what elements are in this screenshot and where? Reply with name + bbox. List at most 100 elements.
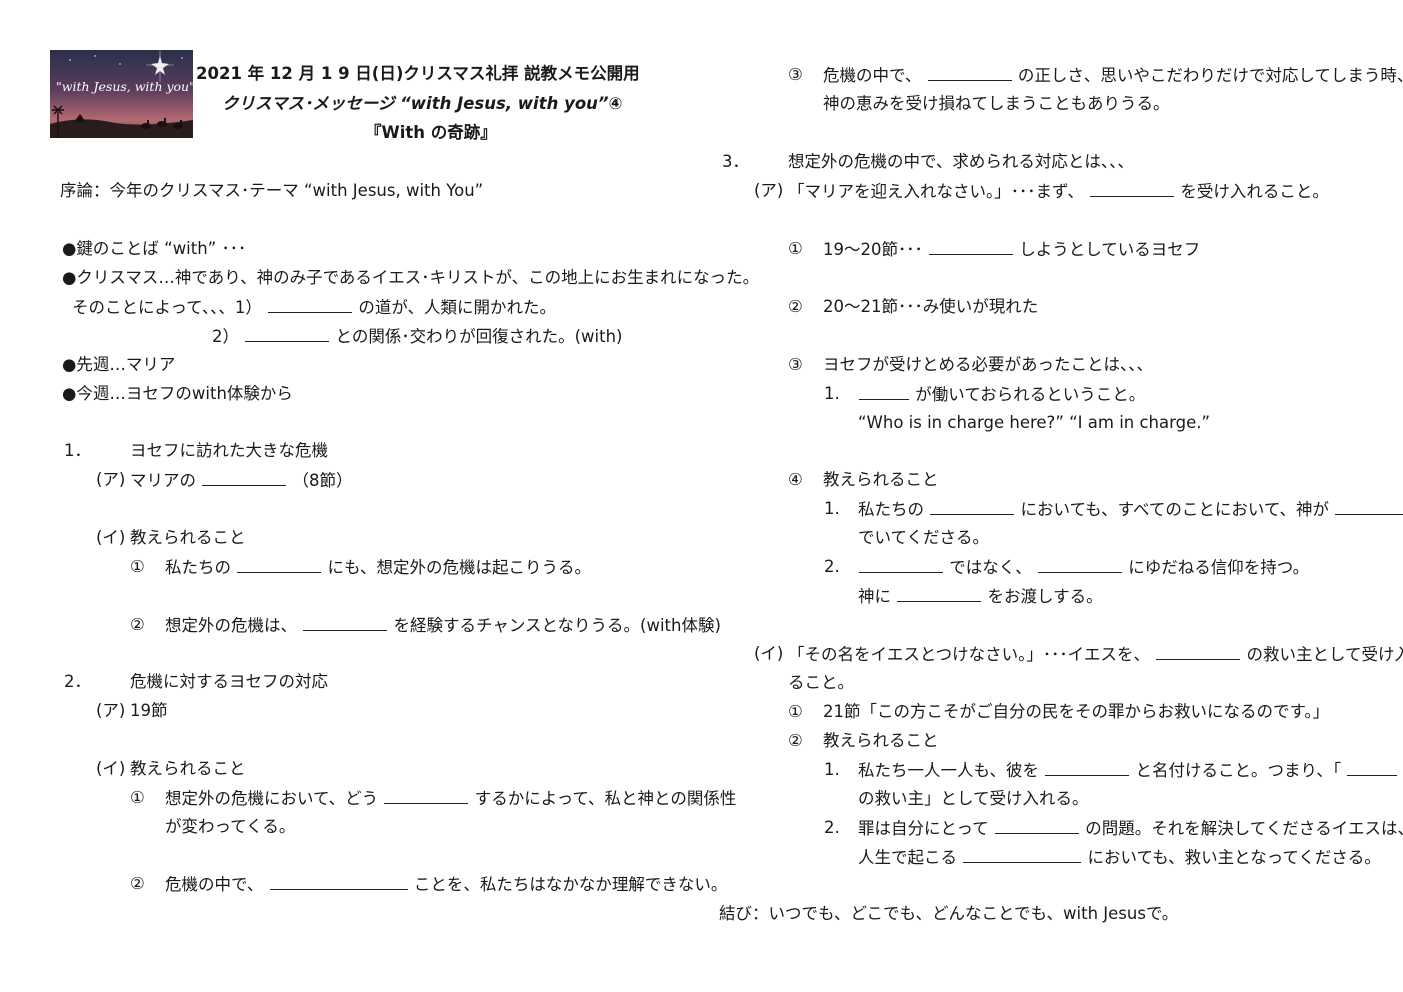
section3a-text: 「マリアを迎え入れなさい。」･･･まず、 を受け入れること。 [788, 180, 1329, 203]
section3a4-1-prefix: 私たちの [858, 500, 924, 519]
section3a4-1-number: 1. [824, 499, 840, 518]
fill-in-blank[interactable] [384, 787, 469, 804]
section3a3-text: ヨセフが受けとめる必要があったことは、、、 [823, 355, 1153, 374]
section3b-prefix: 「その名をイエスとつけなさい。」･･･イエスを、 [788, 645, 1151, 664]
bullet-christmas-point1: そのことによって、、、1） の道が、人類に開かれた。 [72, 296, 556, 319]
section2b-label: (イ) [96, 759, 126, 778]
section2b3-continuation: 神の恵みを受け損ねてしまうこともありうる。 [823, 94, 1170, 113]
fill-in-blank[interactable] [1347, 759, 1398, 776]
section3b2-1-middle: と名付けること。つまり、「 [1135, 761, 1342, 780]
section1b-text: 教えられること [130, 528, 246, 547]
section3a1-text: 19～20節･･･ しようとしているヨセフ [823, 238, 1200, 261]
section3-title: 想定外の危機の中で、求められる対応とは、、、 [788, 152, 1134, 171]
section3b-text: 「その名をイエスとつけなさい。」･･･イエスを、 の救い主として受け入れ [788, 643, 1403, 666]
nativity-header-image: "with Jesus, with you" [50, 50, 193, 138]
bullet-christmas-point2: 2） との関係･交わりが回復された。(with) [212, 325, 622, 348]
point2-suffix: との関係･交わりが回復された。(with) [335, 327, 623, 346]
section1b2-prefix: 想定外の危機は、 [165, 616, 297, 635]
section3a1-prefix: 19～20節･･･ [823, 240, 923, 259]
fill-in-blank[interactable] [237, 556, 322, 573]
section3b2-1-continuation: の救い主」として受け入れる。 [858, 789, 1089, 808]
fill-in-blank[interactable] [1038, 556, 1122, 573]
section3a2-text: 20～21節･･･み使いが現れた [823, 297, 1039, 316]
section3a4-2-number: 2. [824, 557, 840, 576]
section1a-text: マリアの （8節） [130, 469, 353, 492]
section3-number: 3． [722, 152, 749, 171]
section3b2-text: 教えられること [823, 731, 939, 750]
section3a4-mark: ④ [788, 470, 803, 489]
section1b1-suffix: にも、想定外の危機は起こりうる。 [327, 558, 592, 577]
section3a1-mark: ① [788, 239, 803, 258]
section2b3-mark: ③ [788, 65, 803, 84]
section3b2-2-cont-prefix: 人生で起こる [858, 848, 957, 867]
section2b2-prefix: 危機の中で、 [165, 875, 264, 894]
section2a-text: 19節 [130, 701, 168, 720]
section3b2-2-suffix: の問題。それを解決してくださるイエスは、 [1085, 819, 1403, 838]
section1-number: 1． [64, 441, 91, 460]
section1a-prefix: マリアの [130, 471, 196, 490]
section1-title: ヨセフに訪れた大きな危機 [130, 441, 328, 460]
section1b2-text: 想定外の危機は、 を経験するチャンスとなりうる。(with体験) [165, 614, 721, 637]
section3b2-2-continuation: 人生で起こる においても、救い主となってくださる。 [858, 846, 1381, 869]
section2b-text: 教えられること [130, 759, 246, 778]
bullet-keyword: ●鍵のことば “with” ･･･ [62, 239, 247, 258]
nativity-scene-graphic [50, 50, 193, 138]
bullet-christmas: ●クリスマス…神であり、神のみ子であるイエス･キリストが、この地上にお生まれにな… [62, 268, 760, 287]
fill-in-blank[interactable] [1045, 759, 1130, 776]
section3a4-2-text: ではなく、 にゆだねる信仰を持つ。 [858, 556, 1309, 579]
section3b2-1-text: 私たち一人一人も、彼を と名付けること。つまり、「 [858, 759, 1398, 782]
section1a-label: (ア) [96, 470, 126, 489]
section3a2-mark: ② [788, 297, 803, 316]
fill-in-blank[interactable] [859, 556, 943, 573]
section3a3-quote: “Who is in charge here?” “I am in charge… [858, 413, 1211, 432]
section3a4-1-text: 私たちの においても、すべてのことにおいて、神が [858, 498, 1403, 521]
fill-in-blank[interactable] [268, 296, 353, 313]
section2b3-suffix: の正しさ、思いやこだわりだけで対応してしまう時、 [1017, 66, 1403, 85]
fill-in-blank[interactable] [930, 498, 1015, 515]
fill-in-blank[interactable] [1335, 498, 1403, 515]
fill-in-blank[interactable] [929, 238, 1013, 255]
section3b1-mark: ① [788, 702, 803, 721]
section2b1-text: 想定外の危機において、どう するかによって、私と神との関係性 [165, 787, 736, 810]
section3a3-1-text: が働いておられるということ。 [858, 383, 1145, 406]
section3a4-text: 教えられること [823, 470, 939, 489]
section2b3-text: 危機の中で、 の正しさ、思いやこだわりだけで対応してしまう時、 [823, 64, 1403, 87]
fill-in-blank[interactable] [1090, 180, 1175, 197]
section3a3-mark: ③ [788, 355, 803, 374]
section3a1-suffix: しようとしているヨセフ [1019, 240, 1201, 259]
section3a-prefix: 「マリアを迎え入れなさい。」･･･まず、 [788, 182, 1084, 201]
fill-in-blank[interactable] [859, 383, 909, 400]
fill-in-blank[interactable] [897, 585, 982, 602]
section3b2-1-number: 1. [824, 760, 840, 779]
header-title-line2: クリスマス･メッセージ “with Jesus, with you”④ [222, 94, 623, 113]
section3b2-1-prefix: 私たち一人一人も、彼を [858, 761, 1040, 780]
section3b-continuation: ること。 [788, 673, 854, 692]
fill-in-blank[interactable] [245, 325, 330, 342]
fill-in-blank[interactable] [202, 469, 287, 486]
fill-in-blank[interactable] [927, 64, 1012, 81]
bullet-last-week: ●先週…マリア [62, 355, 176, 374]
section2b2-mark: ② [130, 874, 145, 893]
section1b-label: (イ) [96, 528, 126, 547]
fill-in-blank[interactable] [963, 846, 1082, 863]
fill-in-blank[interactable] [1156, 643, 1241, 660]
header-sermon-title: 『With の奇跡』 [365, 123, 497, 142]
section2b1-continuation: が変わってくる。 [165, 817, 296, 836]
fill-in-blank[interactable] [303, 614, 388, 631]
section3a4-2-continuation: 神に をお渡しする。 [858, 585, 1103, 608]
section3a-label: (ア) [754, 181, 784, 200]
intro-line: 序論：今年のクリスマス･テーマ “with Jesus, with You” [60, 181, 484, 200]
section3a4-2-middle: ではなく、 [949, 558, 1032, 577]
section3b2-2-cont-suffix: においても、救い主となってくださる。 [1087, 848, 1381, 867]
section3b1-text: 21節「この方こそがご自分の民をその罪からお救いになるのです。」 [823, 702, 1330, 721]
section3a4-2-suffix: にゆだねる信仰を持つ。 [1128, 558, 1310, 577]
section1b1-text: 私たちの にも、想定外の危機は起こりうる。 [165, 556, 591, 579]
section3b2-mark: ② [788, 731, 803, 750]
section2-title: 危機に対するヨセフの対応 [130, 672, 328, 691]
fill-in-blank[interactable] [994, 817, 1079, 834]
fill-in-blank[interactable] [269, 873, 408, 890]
conclusion-line: 結び：いつでも、どこでも、どんなことでも、with Jesusで。 [719, 904, 1179, 923]
section3b-suffix: の救い主として受け入れ [1246, 645, 1403, 664]
section2b1-suffix: するかによって、私と神との関係性 [474, 789, 737, 808]
point1-prefix: そのことによって、、、1） [72, 298, 262, 317]
